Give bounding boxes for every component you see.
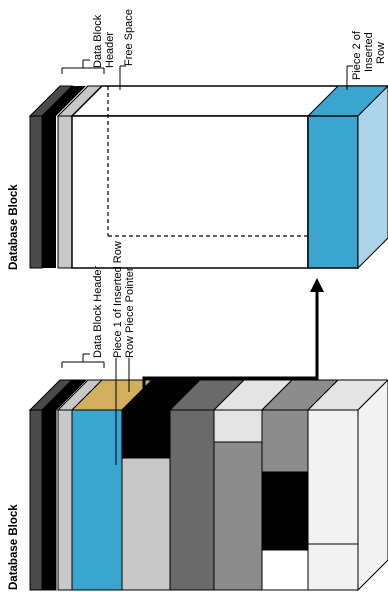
top-header-slab-dark-front: [29, 115, 43, 269]
free-space-label: Free Space: [123, 9, 135, 66]
piece1-label: Piece 1 of Inserted Row: [112, 241, 124, 358]
data-block-header-label-top-line2: Header: [104, 32, 116, 68]
col6-front-upper: [307, 409, 359, 545]
piece2-label-line2: Inserted: [363, 32, 375, 72]
col4-front-upper: [213, 409, 263, 443]
piece2-side-face: [357, 85, 388, 270]
piece1-front-face: [71, 409, 123, 591]
top-header-bracket: [61, 59, 105, 74]
piece2-front-face: [307, 115, 359, 269]
chain-arrow-line: [142, 290, 319, 394]
database-block-label-bottom: Database Block: [8, 504, 20, 590]
bottom-header-slab-black-front: [41, 409, 57, 591]
row-piece-pointer-label: Row Piece Pointer: [124, 267, 136, 358]
col6-front-lower: [307, 543, 359, 591]
col2-front-upper: [121, 409, 171, 459]
col5-front-middle: [261, 471, 309, 551]
data-block-header-label-bottom: Data Block Header: [92, 265, 104, 358]
bottom-header-slab-dark-front: [29, 409, 43, 591]
col5-front-lower: [261, 549, 309, 591]
bottom-database-block: [28, 379, 388, 592]
piece2-label-line3: Row: [375, 42, 387, 64]
col4-front-lower: [213, 441, 263, 591]
top-header-slab-light-front: [57, 115, 73, 269]
col5-front-upper: [261, 409, 309, 473]
bottom-header-bracket: [61, 353, 105, 368]
data-block-header-label-top-line1: Data Block: [92, 14, 104, 68]
top-header-slab-black-front: [42, 116, 56, 268]
database-block-label-top: Database Block: [8, 184, 20, 270]
top-database-block: [28, 85, 388, 270]
bottom-header-slab-light-front: [57, 409, 73, 591]
col6-side-face: [357, 379, 388, 592]
chain-arrow-head: [310, 278, 324, 292]
piece2-label-line1: Piece 2 of: [351, 30, 363, 80]
top-header-slab-black: [42, 86, 86, 116]
col3-front-face: [169, 409, 215, 591]
top-block-front-face: [71, 115, 309, 269]
col2-front-lower: [121, 457, 171, 591]
